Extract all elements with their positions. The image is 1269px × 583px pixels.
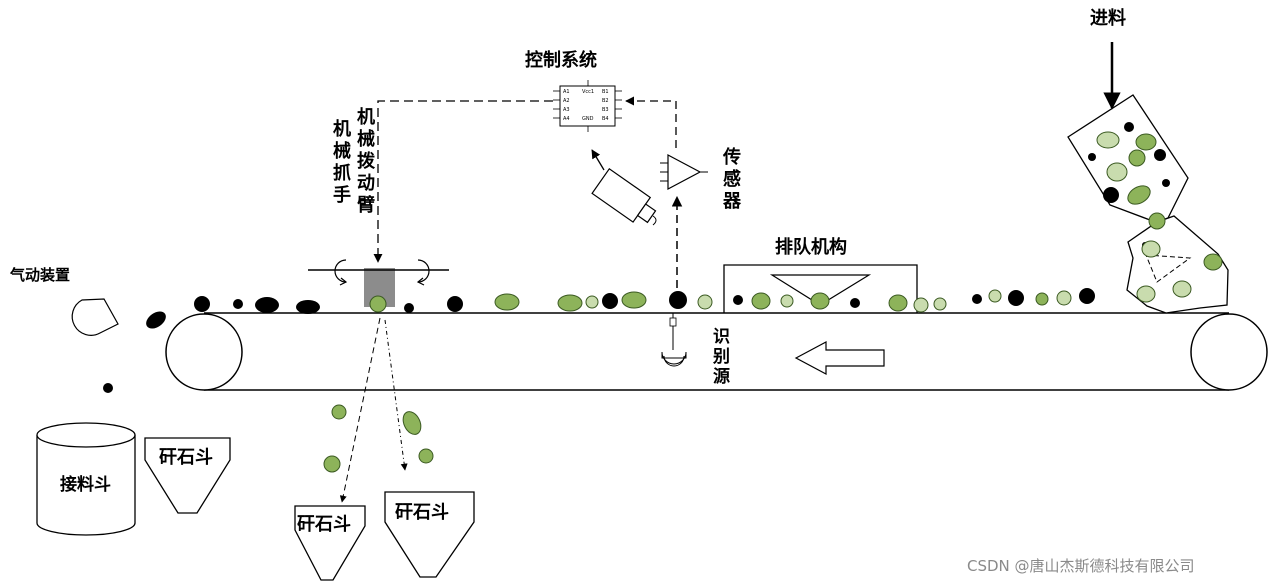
gangue-hopper-2 <box>294 505 366 581</box>
mech-arm-label: 机械拨动臂 <box>357 107 376 216</box>
chip-pin-vcc: Vcc1 <box>582 89 594 95</box>
sensor-label: 传感器 <box>722 146 742 212</box>
gangue-hopper-1-label: 矸石斗 <box>159 447 213 468</box>
gangue-hopper-3 <box>384 491 475 578</box>
chip-pin-b1: B1 <box>602 89 609 95</box>
control-system-label: 控制系统 <box>525 49 597 71</box>
pneumatic-label: 气动装置 <box>9 266 70 284</box>
chip-pin-a3: A3 <box>563 107 570 113</box>
recognition-source-label: 识别源 <box>712 327 730 387</box>
collect-hopper-label: 接料斗 <box>60 474 111 495</box>
chip-pin-b4: B4 <box>602 116 609 122</box>
chip-pin-a1: A1 <box>563 89 570 95</box>
chip-pin-gnd: GND <box>582 116 594 122</box>
queue-mechanism-label: 排队机构 <box>775 236 847 258</box>
control-to-arm-line <box>373 100 553 263</box>
feed-hopper <box>1067 94 1229 314</box>
chip-pin-a4: A4 <box>563 116 570 122</box>
control-chip: A1 A2 A3 A4 B1 B2 B3 B4 Vcc1 GND <box>553 80 622 132</box>
sensor-to-control-line <box>625 96 677 148</box>
feed-label: 进料 <box>1090 7 1126 29</box>
chip-pin-b3: B3 <box>602 107 609 113</box>
collect-hopper <box>36 422 136 536</box>
belt-direction-arrow <box>794 341 885 375</box>
mechanical-gripper <box>308 259 449 313</box>
pneumatic-device-icon <box>71 298 119 393</box>
belt-particles <box>146 288 1095 329</box>
gangue-hopper-2-label: 矸石斗 <box>297 514 351 535</box>
recognition-source-icon <box>661 313 687 367</box>
chip-pin-b2: B2 <box>602 98 609 104</box>
hopper-particles <box>1088 122 1223 303</box>
sensor-icon <box>660 154 708 190</box>
left-roller <box>165 313 243 391</box>
gangue-hopper-1 <box>144 437 231 514</box>
right-roller <box>1190 313 1268 391</box>
conveyor-belt <box>165 312 1268 391</box>
chip-pin-a2: A2 <box>563 98 570 104</box>
mech-gripper-label: 机械抓手 <box>333 119 351 206</box>
falling-paths <box>323 317 434 503</box>
queue-mechanism <box>723 264 918 313</box>
camera-icon <box>591 149 657 226</box>
gangue-hopper-3-label: 矸石斗 <box>395 502 449 523</box>
watermark: CSDN @唐山杰斯德科技有限公司 <box>967 557 1195 575</box>
